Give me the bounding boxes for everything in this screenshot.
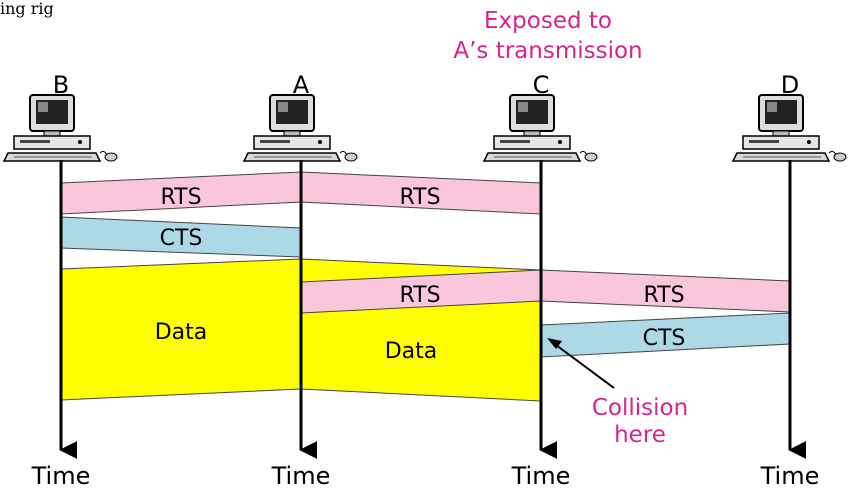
- collision-note-line2: here: [614, 422, 666, 448]
- collision-arrow: [551, 341, 615, 389]
- computer-icon-d: [731, 94, 847, 162]
- collision-note-line1: Collision: [592, 395, 688, 421]
- time-label-c: Time: [511, 462, 571, 490]
- rts-label-c-to-a: RTS: [399, 283, 440, 308]
- station-label-b: B: [53, 71, 69, 99]
- data-label-a-to-b: Data: [155, 320, 208, 345]
- station-label-c: C: [533, 71, 550, 99]
- station-label-d: D: [781, 71, 799, 99]
- exposed-note-line1: Exposed to: [484, 8, 612, 34]
- rts-label-a-to-b: RTS: [160, 185, 201, 210]
- exposed-note-line2: A’s transmission: [453, 38, 642, 64]
- rts-label-a-to-c: RTS: [399, 185, 440, 210]
- computer-icon-c: [482, 94, 598, 162]
- time-label-d: Time: [760, 462, 820, 490]
- time-label-a: Time: [271, 462, 331, 490]
- cts-label-d-to-c: CTS: [643, 326, 686, 351]
- data-label-a-to-c: Data: [385, 339, 438, 364]
- corner-caption-fragment: ing rig: [0, 0, 54, 18]
- computer-icon-b: [2, 94, 118, 162]
- station-label-a: A: [293, 71, 310, 99]
- time-label-b: Time: [31, 462, 91, 490]
- computer-icon-a: [242, 94, 358, 162]
- cts-label-b-to-a: CTS: [160, 226, 203, 251]
- rts-label-c-to-d: RTS: [643, 283, 684, 308]
- collision-arrow-head: [547, 338, 562, 349]
